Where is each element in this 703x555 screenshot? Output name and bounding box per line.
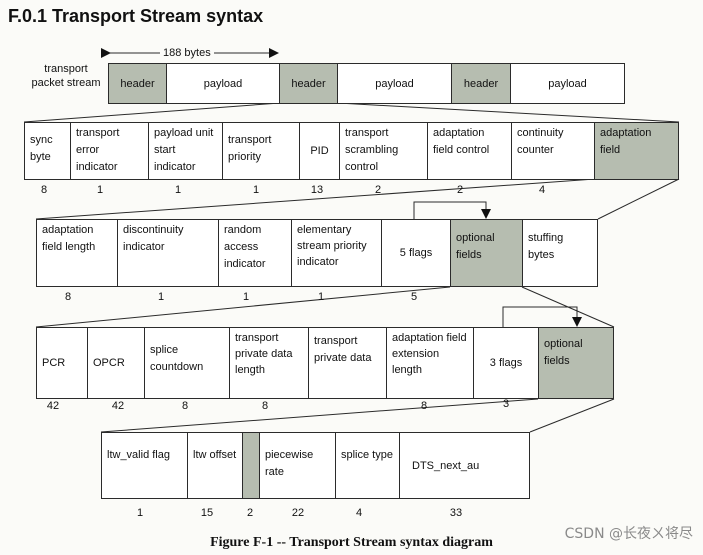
field-opcr: OPCR xyxy=(87,327,145,399)
field-stuffing-bytes: stuffing bytes xyxy=(522,219,598,287)
field-discontinuity-indicator: discontinuity indicator xyxy=(117,219,219,287)
field-splice-type: splice type xyxy=(335,432,400,499)
field-adaptation-field-extension-length: adaptation field extension length xyxy=(386,327,474,399)
field-splice-countdown: splice countdown xyxy=(144,327,230,399)
field-payload-unit-start-indicator: payload unit start indicator xyxy=(148,122,223,180)
field-transport-scrambling-control: transport scrambling control xyxy=(339,122,428,180)
flags-arrow-2 xyxy=(502,306,582,327)
bit-count: 1 xyxy=(317,291,325,303)
figure-caption: Figure F-1 -- Transport Stream syntax di… xyxy=(210,535,493,550)
field-adaptation-field: adaptation field xyxy=(594,122,679,180)
bit-count: 3 xyxy=(502,398,510,410)
field-reserved xyxy=(242,432,260,499)
bit-count: 2 xyxy=(246,507,254,519)
packet-payload-cell: payload xyxy=(166,63,280,104)
bit-count: 2 xyxy=(456,184,464,196)
packet-header-cell: header xyxy=(108,63,167,104)
field-adaptation-field-length: adaptation field length xyxy=(36,219,118,287)
bit-count: 8 xyxy=(40,184,48,196)
watermark: CSDN @长夜ㄨ将尽 xyxy=(564,526,693,542)
field-sync-byte: sync byte xyxy=(24,122,71,180)
field-dts-next-au: DTS_next_au xyxy=(399,432,530,499)
field-piecewise-rate: piecewise rate xyxy=(259,432,336,499)
bit-count: 5 xyxy=(410,291,418,303)
bit-count: 42 xyxy=(111,400,125,412)
bit-count: 13 xyxy=(310,184,324,196)
field-optional-fields: optional fields xyxy=(450,219,523,287)
field-pcr: PCR xyxy=(36,327,88,399)
field-transport-error-indicator: transport error indicator xyxy=(70,122,149,180)
field-transport-private-data-length: transport private data length xyxy=(229,327,309,399)
bit-count: 22 xyxy=(291,507,305,519)
bit-count: 4 xyxy=(538,184,546,196)
expand-line-adaptation-left xyxy=(35,178,596,220)
bytes-label: 188 bytes xyxy=(160,47,214,59)
bit-count: 1 xyxy=(96,184,104,196)
expand-line-header-right xyxy=(337,102,680,123)
packet-header-cell: header xyxy=(279,63,338,104)
bit-count: 1 xyxy=(136,507,144,519)
packet-payload-cell: payload xyxy=(510,63,625,104)
expand-line-extension-right xyxy=(529,398,615,433)
bit-count: 2 xyxy=(374,184,382,196)
page-title: F.0.1 Transport Stream syntax xyxy=(8,6,264,26)
bit-count: 8 xyxy=(420,400,428,412)
field-pid: PID xyxy=(299,122,340,180)
field-continuity-counter: continuity counter xyxy=(511,122,595,180)
field-transport-priority: transport priority xyxy=(222,122,300,180)
packet-payload-cell: payload xyxy=(337,63,452,104)
bit-count: 1 xyxy=(252,184,260,196)
field-optional-fields: optional fields xyxy=(538,327,614,399)
field-ltw-offset: ltw offset xyxy=(187,432,243,499)
field-elementary-stream-priority-indicator: elementary stream priority indicator xyxy=(291,219,382,287)
bit-count: 33 xyxy=(449,507,463,519)
expand-line-adaptation-right xyxy=(597,178,680,220)
transport-packet-stream-label: transport packet stream xyxy=(31,63,101,89)
packet-header-cell: header xyxy=(451,63,511,104)
expand-line-optional-left xyxy=(35,286,451,328)
bit-count: 1 xyxy=(157,291,165,303)
field-random-access-indicator: random access indicator xyxy=(218,219,292,287)
expand-line-header-left xyxy=(23,102,281,123)
flags-arrow-1 xyxy=(413,201,491,219)
bit-count: 1 xyxy=(242,291,250,303)
field-ltw-valid-flag: ltw_valid flag xyxy=(101,432,188,499)
bit-count: 42 xyxy=(46,400,60,412)
field-transport-private-data: transport private data xyxy=(308,327,387,399)
field-3-flags: 3 flags xyxy=(473,327,539,399)
bit-count: 8 xyxy=(181,400,189,412)
expand-line-extension-left xyxy=(100,398,539,433)
bit-count: 8 xyxy=(261,400,269,412)
bit-count: 4 xyxy=(355,507,363,519)
bit-count: 1 xyxy=(174,184,182,196)
bit-count: 15 xyxy=(200,507,214,519)
field-5-flags: 5 flags xyxy=(381,219,451,287)
bit-count: 8 xyxy=(64,291,72,303)
field-adaptation-field-control: adaptation field control xyxy=(427,122,512,180)
